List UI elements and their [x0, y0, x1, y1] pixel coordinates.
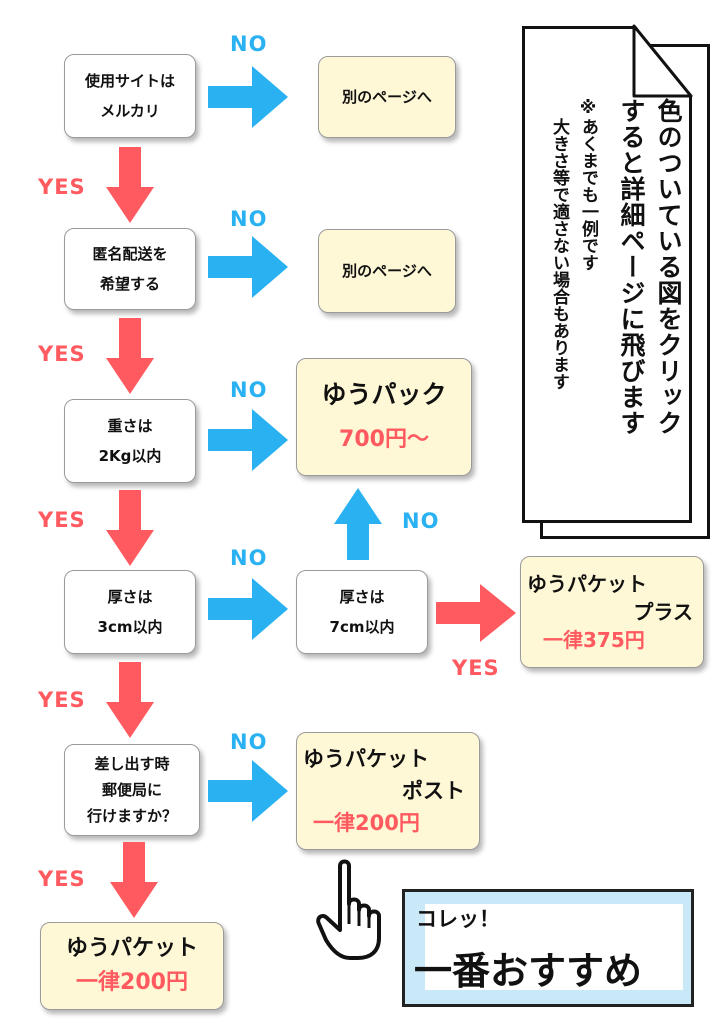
yupack-price: 700円〜 — [339, 427, 429, 452]
no-arrow-up-icon — [334, 488, 382, 560]
question-weight: 重さは 2Kg以内 — [64, 399, 196, 483]
no-label: NO — [230, 730, 268, 754]
question-text-line: 3cm以内 — [97, 618, 163, 636]
question-text-line: 厚さは — [339, 588, 385, 606]
note-line-2: すると詳細ページに飛びます — [617, 98, 646, 436]
pointing-hand-icon — [316, 859, 381, 960]
yes-arrow-down-icon — [106, 318, 154, 394]
yes-label: YES — [38, 867, 86, 891]
question-post-office: 差し出す時 郵便局に 行けますか？ — [64, 744, 200, 836]
no-arrow-right-icon — [208, 236, 288, 298]
no-label: NO — [230, 207, 268, 231]
yupacket-post-button[interactable]: ゆうパケット ポスト 一律200円 — [296, 732, 480, 850]
yupack-button[interactable]: ゆうパック 700円〜 — [296, 358, 472, 476]
no-arrow-right-icon — [208, 760, 288, 822]
recommend-small-text: コレッ！ — [416, 907, 500, 931]
yupack-name: ゆうパック — [321, 380, 447, 409]
no-arrow-right-icon — [208, 409, 288, 471]
question-text-line: 行けますか？ — [86, 807, 177, 825]
note-line-3: ※あくまでも一例です — [578, 98, 598, 271]
yes-arrow-right-icon — [436, 584, 516, 642]
other-page-text: 別のページへ — [342, 88, 432, 106]
yupacket-post-name: ゆうパケット — [303, 747, 429, 771]
yes-label: YES — [38, 342, 86, 366]
page-curl-icon — [632, 24, 693, 98]
question-text-line: 匿名配送を — [92, 245, 168, 263]
note-line-1: 色のついている図をクリック — [654, 98, 683, 436]
question-site-mercari: 使用サイトは メルカリ — [64, 54, 196, 138]
question-text-line: 2Kg以内 — [98, 447, 162, 465]
yes-arrow-down-icon — [106, 490, 154, 566]
no-label: NO — [230, 378, 268, 402]
yupacket-plus-button[interactable]: ゆうパケット プラス 一律375円 — [520, 556, 704, 668]
question-text-line: 差し出す時 — [94, 755, 170, 773]
yupacket-plus-name: ゆうパケット — [527, 572, 647, 596]
no-label: NO — [230, 546, 268, 570]
yes-arrow-down-icon — [106, 662, 154, 738]
recommend-panel-inner — [425, 904, 683, 990]
yes-label: YES — [38, 175, 86, 199]
question-text-line: 重さは — [107, 417, 153, 435]
other-page-text: 別のページへ — [342, 262, 432, 280]
question-text-line: 郵便局に — [101, 781, 162, 799]
yupacket-plus-price: 一律375円 — [543, 628, 645, 652]
question-text-line: 希望する — [99, 275, 160, 293]
yes-label: YES — [38, 688, 86, 712]
question-text-line: 使用サイトは — [84, 72, 175, 90]
question-thickness-3cm: 厚さは 3cm以内 — [64, 570, 196, 654]
yupacket-name: ゆうパケット — [65, 936, 198, 961]
yupacket-post-price: 一律200円 — [313, 811, 420, 835]
note-panel — [522, 26, 692, 523]
yupacket-post-name-sub: ポスト — [402, 779, 465, 803]
question-thickness-7cm: 厚さは 7cm以内 — [296, 570, 428, 654]
no-arrow-right-icon — [208, 578, 288, 640]
no-label: NO — [402, 509, 440, 533]
no-label: NO — [230, 32, 268, 56]
yes-arrow-down-icon — [106, 147, 154, 223]
question-text-line: 7cm以内 — [329, 618, 395, 636]
yes-label: YES — [452, 656, 500, 680]
yupacket-button[interactable]: ゆうパケット 一律200円 — [40, 922, 224, 1010]
question-anonymous-shipping: 匿名配送を 希望する — [64, 228, 196, 310]
yes-arrow-down-icon — [110, 842, 158, 918]
yes-label: YES — [38, 508, 86, 532]
other-page-button-1[interactable]: 別のページへ — [318, 56, 456, 138]
question-text-line: メルカリ — [100, 102, 160, 120]
yupacket-plus-name-sub: プラス — [633, 600, 693, 624]
yupacket-price: 一律200円 — [76, 970, 188, 995]
no-arrow-right-icon — [208, 66, 288, 128]
note-line-4: 大きさ等で適さない場合もあります — [549, 118, 569, 390]
other-page-button-2[interactable]: 別のページへ — [318, 229, 456, 313]
recommend-big-text: 一番おすすめ — [414, 949, 643, 993]
question-text-line: 厚さは — [107, 588, 153, 606]
